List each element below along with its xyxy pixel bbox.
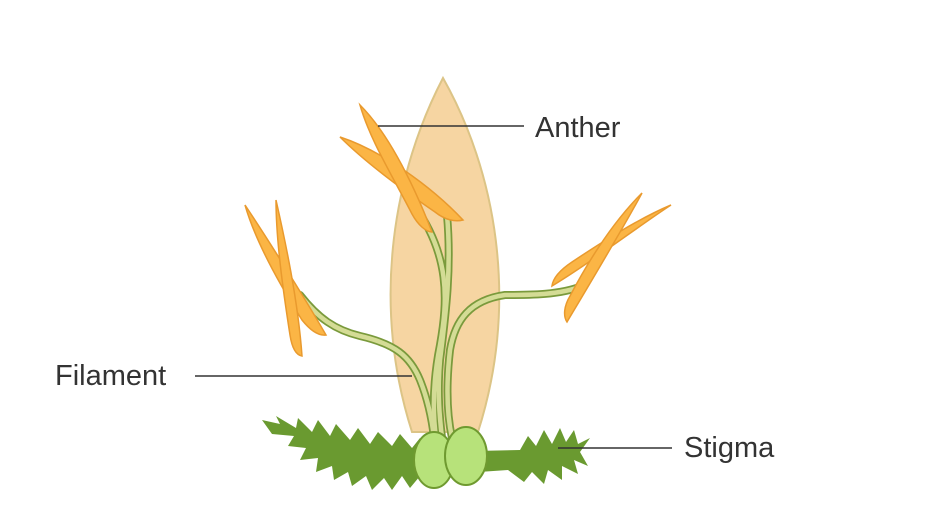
anther-top	[339, 102, 465, 233]
anther-label: Anther	[535, 112, 621, 144]
ovules	[413, 426, 488, 489]
filaments	[296, 201, 586, 442]
filament-label: Filament	[55, 360, 166, 392]
anthers	[244, 102, 672, 357]
anther-left	[244, 199, 328, 357]
ovule-right	[444, 426, 488, 486]
anther-right	[551, 192, 672, 324]
stigma-label: Stigma	[684, 432, 775, 464]
